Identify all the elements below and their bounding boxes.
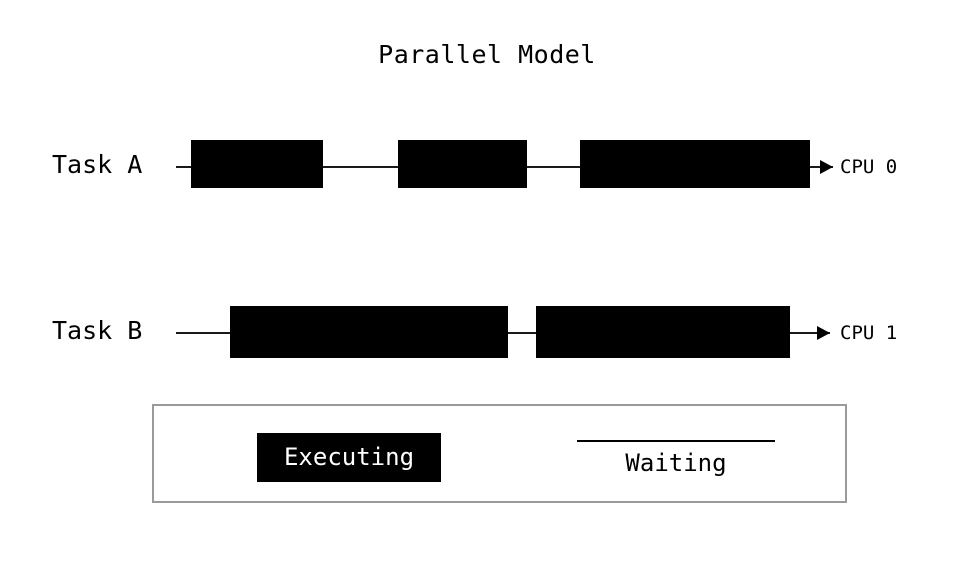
- legend-executing-label: Executing: [283, 443, 415, 471]
- legend-executing-swatch: [257, 433, 441, 482]
- legend-waiting-label: Waiting: [625, 449, 727, 477]
- task-a-cpu-label: CPU 0: [840, 156, 898, 178]
- task-a-label: Task A: [52, 150, 143, 179]
- task-a-executing-block-1: [191, 140, 323, 188]
- task-a-arrow-icon: [820, 160, 833, 174]
- task-a-executing-block-3: [580, 140, 810, 188]
- page-title: Parallel Model: [378, 40, 596, 69]
- legend-waiting-line-icon: [577, 440, 775, 442]
- task-b-cpu-label: CPU 1: [840, 322, 898, 344]
- task-b-executing-block-1: [230, 306, 508, 358]
- task-b-executing-block-2: [536, 306, 790, 358]
- task-b-label: Task B: [52, 316, 143, 345]
- task-b-arrow-icon: [817, 326, 830, 340]
- task-a-executing-block-2: [398, 140, 527, 188]
